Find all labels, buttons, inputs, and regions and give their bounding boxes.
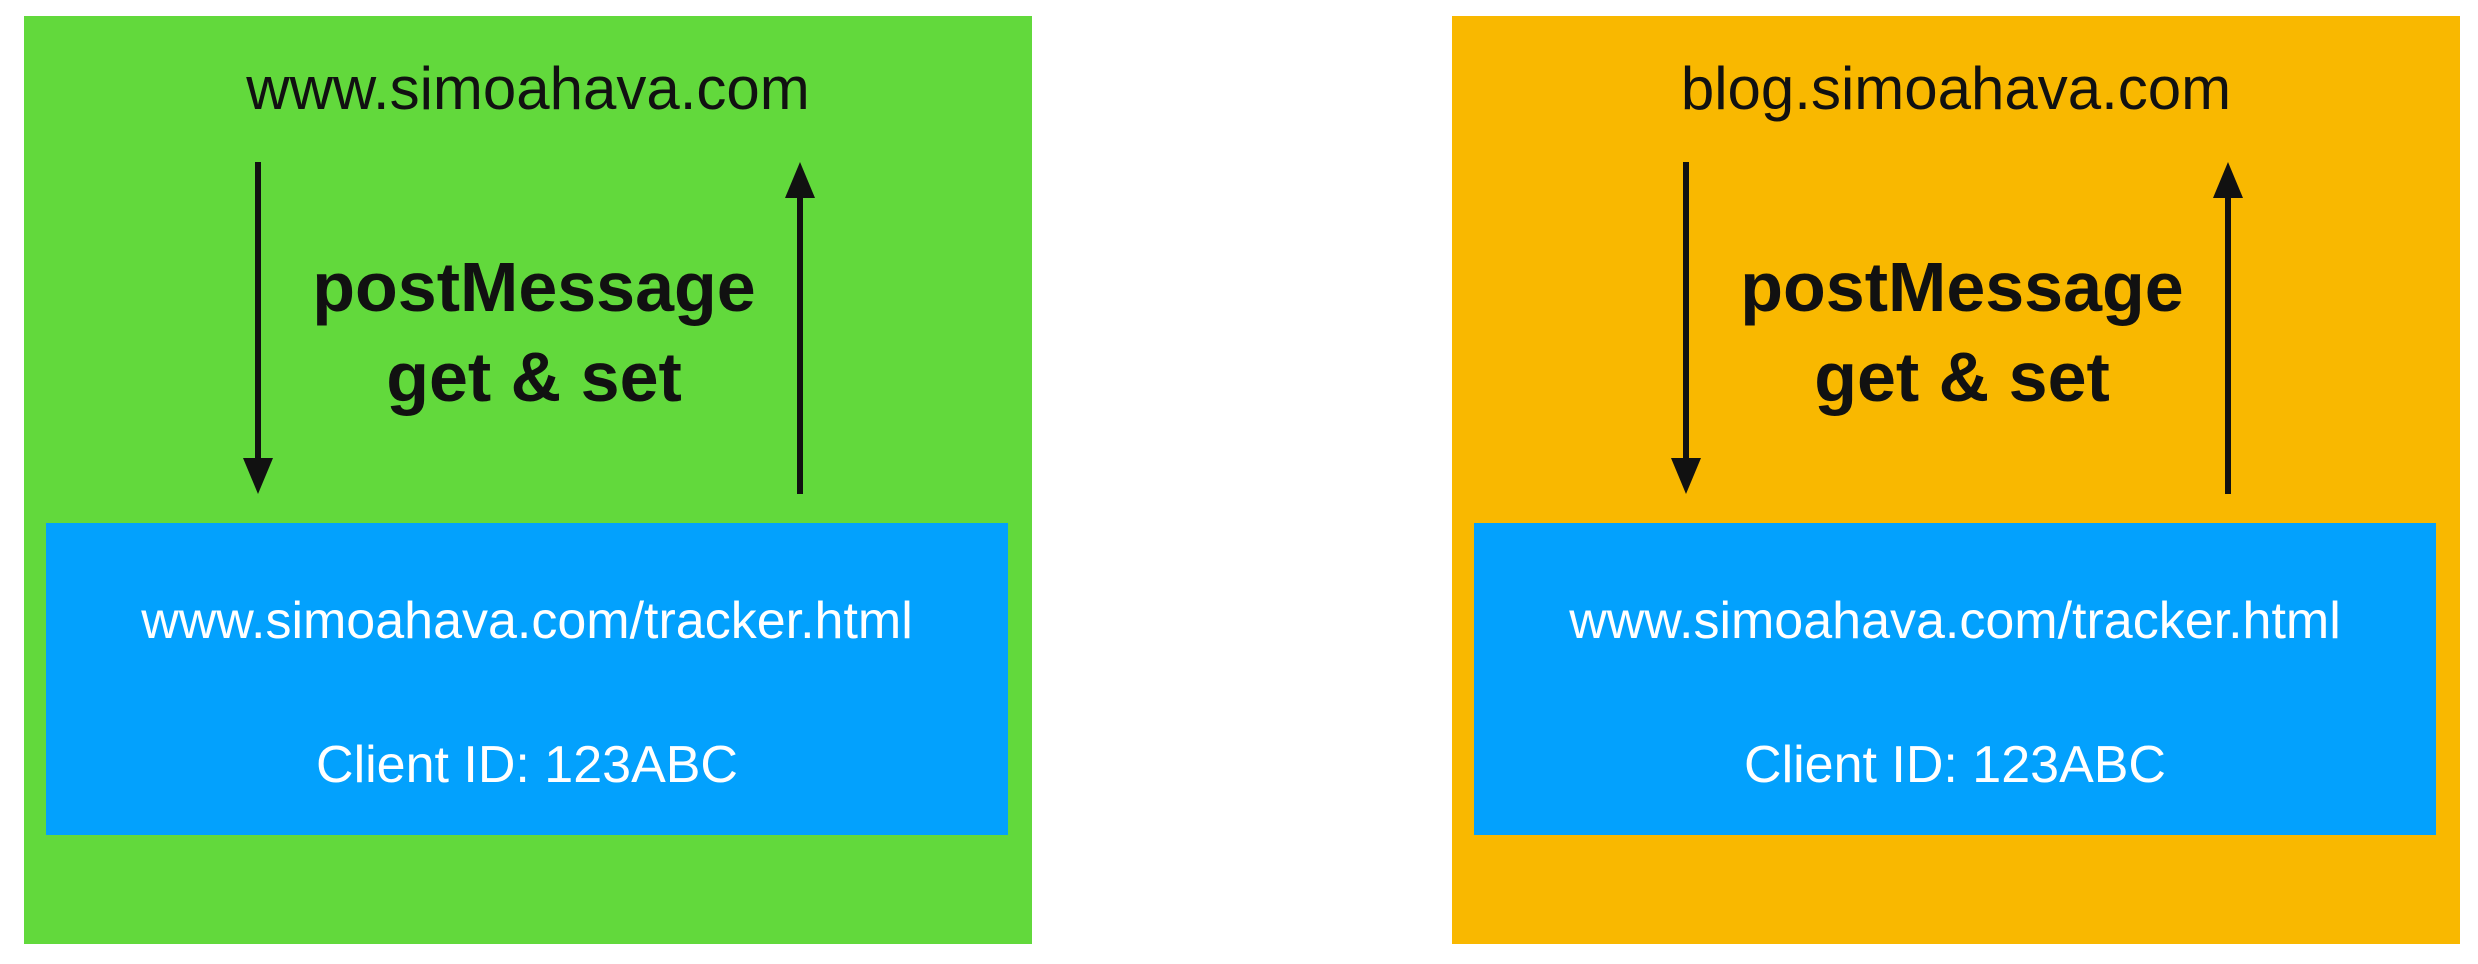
postmessage-line: postMessage [312,248,756,326]
arrow-up-icon [2213,162,2243,494]
domain-title: www.simoahava.com [246,55,810,122]
client-id: Client ID: 123ABC [316,736,738,794]
arrow-up-icon [785,162,815,494]
iframe-url: www.simoahava.com/tracker.html [141,592,913,650]
iframe-url: www.simoahava.com/tracker.html [1569,592,2341,650]
client-id: Client ID: 123ABC [1744,736,2166,794]
tracker-iframe-box: www.simoahava.com/tracker.html Client ID… [1474,523,2436,835]
arrow-down-icon [243,162,273,494]
postmessage-line: postMessage [1740,248,2184,326]
arrow-down-icon [1671,162,1701,494]
domain-title: blog.simoahava.com [1680,55,2232,122]
tracker-iframe-box: www.simoahava.com/tracker.html Client ID… [46,523,1008,835]
domain-panel-blog: blog.simoahava.com postMessage get & set… [1452,16,2460,944]
postmessage-label: postMessage get & set [264,242,804,422]
get-set-line: get & set [386,338,682,416]
domain-panel-www: www.simoahava.com postMessage get & set … [24,16,1032,944]
get-set-line: get & set [1814,338,2110,416]
postmessage-label: postMessage get & set [1692,242,2232,422]
